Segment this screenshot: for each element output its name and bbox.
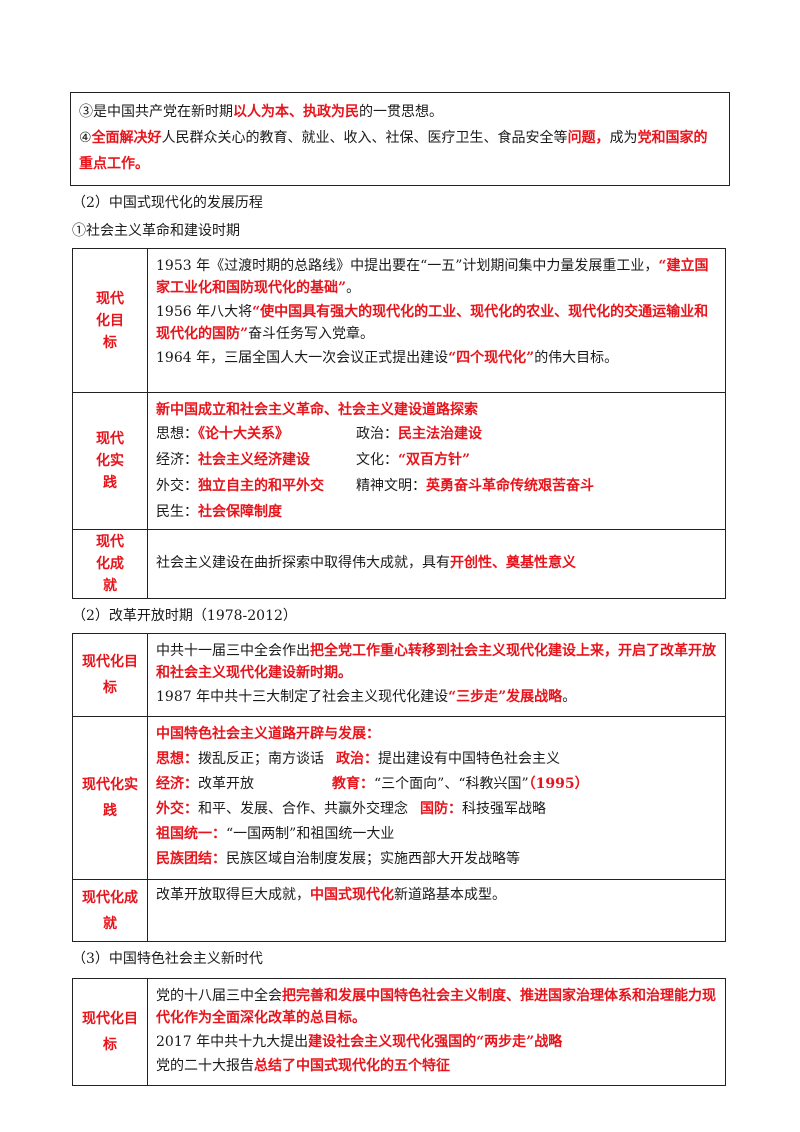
row-content-goal: 党的十八届三中全会把完善和发展中国特色社会主义制度、推进国家治理体系和治理能力现… bbox=[147, 978, 726, 1086]
row-label-goal: 现代化目标 bbox=[72, 978, 148, 1086]
row-content-practice: 新中国成立和社会主义革命、社会主义建设道路探索 思想：《论十大关系》政治：民主法… bbox=[147, 392, 726, 530]
row-label-goal: 现代化目标 bbox=[72, 633, 148, 717]
row-label-practice: 现代化实践 bbox=[72, 392, 148, 530]
row-content-achievement: 社会主义建设在曲折探索中取得伟大成就，具有开创性、奠基性意义 bbox=[147, 529, 726, 599]
table-period-1: 现代化目标 1953 年《过渡时期的总路线》中提出要在“一五”计划期间集中力量发… bbox=[72, 248, 726, 599]
period-1-title: ①社会主义革命和建设时期 bbox=[72, 223, 240, 239]
summary-line-4: ④全面解决好人民群众关心的教育、就业、收入、社保、医疗卫生、食品安全等问题，成为… bbox=[79, 130, 708, 172]
period-3-title: （3）中国特色社会主义新时代 bbox=[72, 951, 263, 967]
row-content-practice: 中国特色社会主义道路开辟与发展： 思想：拨乱反正；南方谈话政治：提出建设有中国特… bbox=[147, 716, 726, 880]
table-row: 现代化实践 新中国成立和社会主义革命、社会主义建设道路探索 思想：《论十大关系》… bbox=[72, 392, 726, 530]
practice-item: 外交：独立自主的和平外交 bbox=[156, 478, 324, 494]
table-row: 现代化目标 党的十八届三中全会把完善和发展中国特色社会主义制度、推进国家治理体系… bbox=[72, 978, 726, 1086]
table-period-2: 现代化目标 中共十一届三中全会作出把全党工作重心转移到社会主义现代化建设上来，开… bbox=[72, 633, 726, 942]
table-row: 现代化成就 社会主义建设在曲折探索中取得伟大成就，具有开创性、奠基性意义 bbox=[72, 529, 726, 599]
period-2-title: （2）改革开放时期（1978-2012） bbox=[72, 608, 297, 624]
practice-item: 精神文明：英勇奋斗革命传统艰苦奋斗 bbox=[356, 478, 594, 494]
row-label-achievement: 现代化成就 bbox=[72, 529, 148, 599]
row-content-goal: 中共十一届三中全会作出把全党工作重心转移到社会主义现代化建设上来，开启了改革开放… bbox=[147, 633, 726, 717]
table-row: 现代化目标 1953 年《过渡时期的总路线》中提出要在“一五”计划期间集中力量发… bbox=[72, 248, 726, 393]
row-content-achievement: 改革开放取得巨大成就，中国式现代化新道路基本成型。 bbox=[147, 879, 726, 942]
section-2-title: （2）中国式现代化的发展历程 bbox=[72, 195, 263, 211]
row-label-practice: 现代化实践 bbox=[72, 716, 148, 880]
practice-item: 文化：“双百方针” bbox=[356, 452, 471, 468]
row-content-goal: 1953 年《过渡时期的总路线》中提出要在“一五”计划期间集中力量发展重工业，“… bbox=[147, 248, 726, 393]
summary-line-3: ③是中国共产党在新时期以人为本、执政为民的一贯思想。 bbox=[79, 104, 443, 120]
practice-items: 思想：《论十大关系》 政治：民主法治建设经济：社会主义经济建设 文化：“双百方针” 外… bbox=[156, 423, 717, 523]
practice-item: 民生：社会保障制度 bbox=[156, 504, 282, 520]
table-row: 现代化目标 中共十一届三中全会作出把全党工作重心转移到社会主义现代化建设上来，开… bbox=[72, 633, 726, 717]
practice-item: 思想：《论十大关系》 bbox=[156, 426, 289, 442]
table-row: 现代化实践 中国特色社会主义道路开辟与发展： 思想：拨乱反正；南方谈话政治：提出… bbox=[72, 716, 726, 880]
table-row: 现代化成就 改革开放取得巨大成就，中国式现代化新道路基本成型。 bbox=[72, 879, 726, 942]
page: ③是中国共产党在新时期以人为本、执政为民的一贯思想。 ④全面解决好人民群众关心的… bbox=[70, 92, 730, 1086]
row-label-goal: 现代化目标 bbox=[72, 248, 148, 393]
row-label-achievement: 现代化成就 bbox=[72, 879, 148, 942]
practice-item: 政治：民主法治建设 bbox=[356, 426, 482, 442]
table-period-3: 现代化目标 党的十八届三中全会把完善和发展中国特色社会主义制度、推进国家治理体系… bbox=[72, 978, 726, 1086]
practice-item: 经济：社会主义经济建设 bbox=[156, 452, 310, 468]
summary-box: ③是中国共产党在新时期以人为本、执政为民的一贯思想。 ④全面解决好人民群众关心的… bbox=[70, 92, 730, 186]
